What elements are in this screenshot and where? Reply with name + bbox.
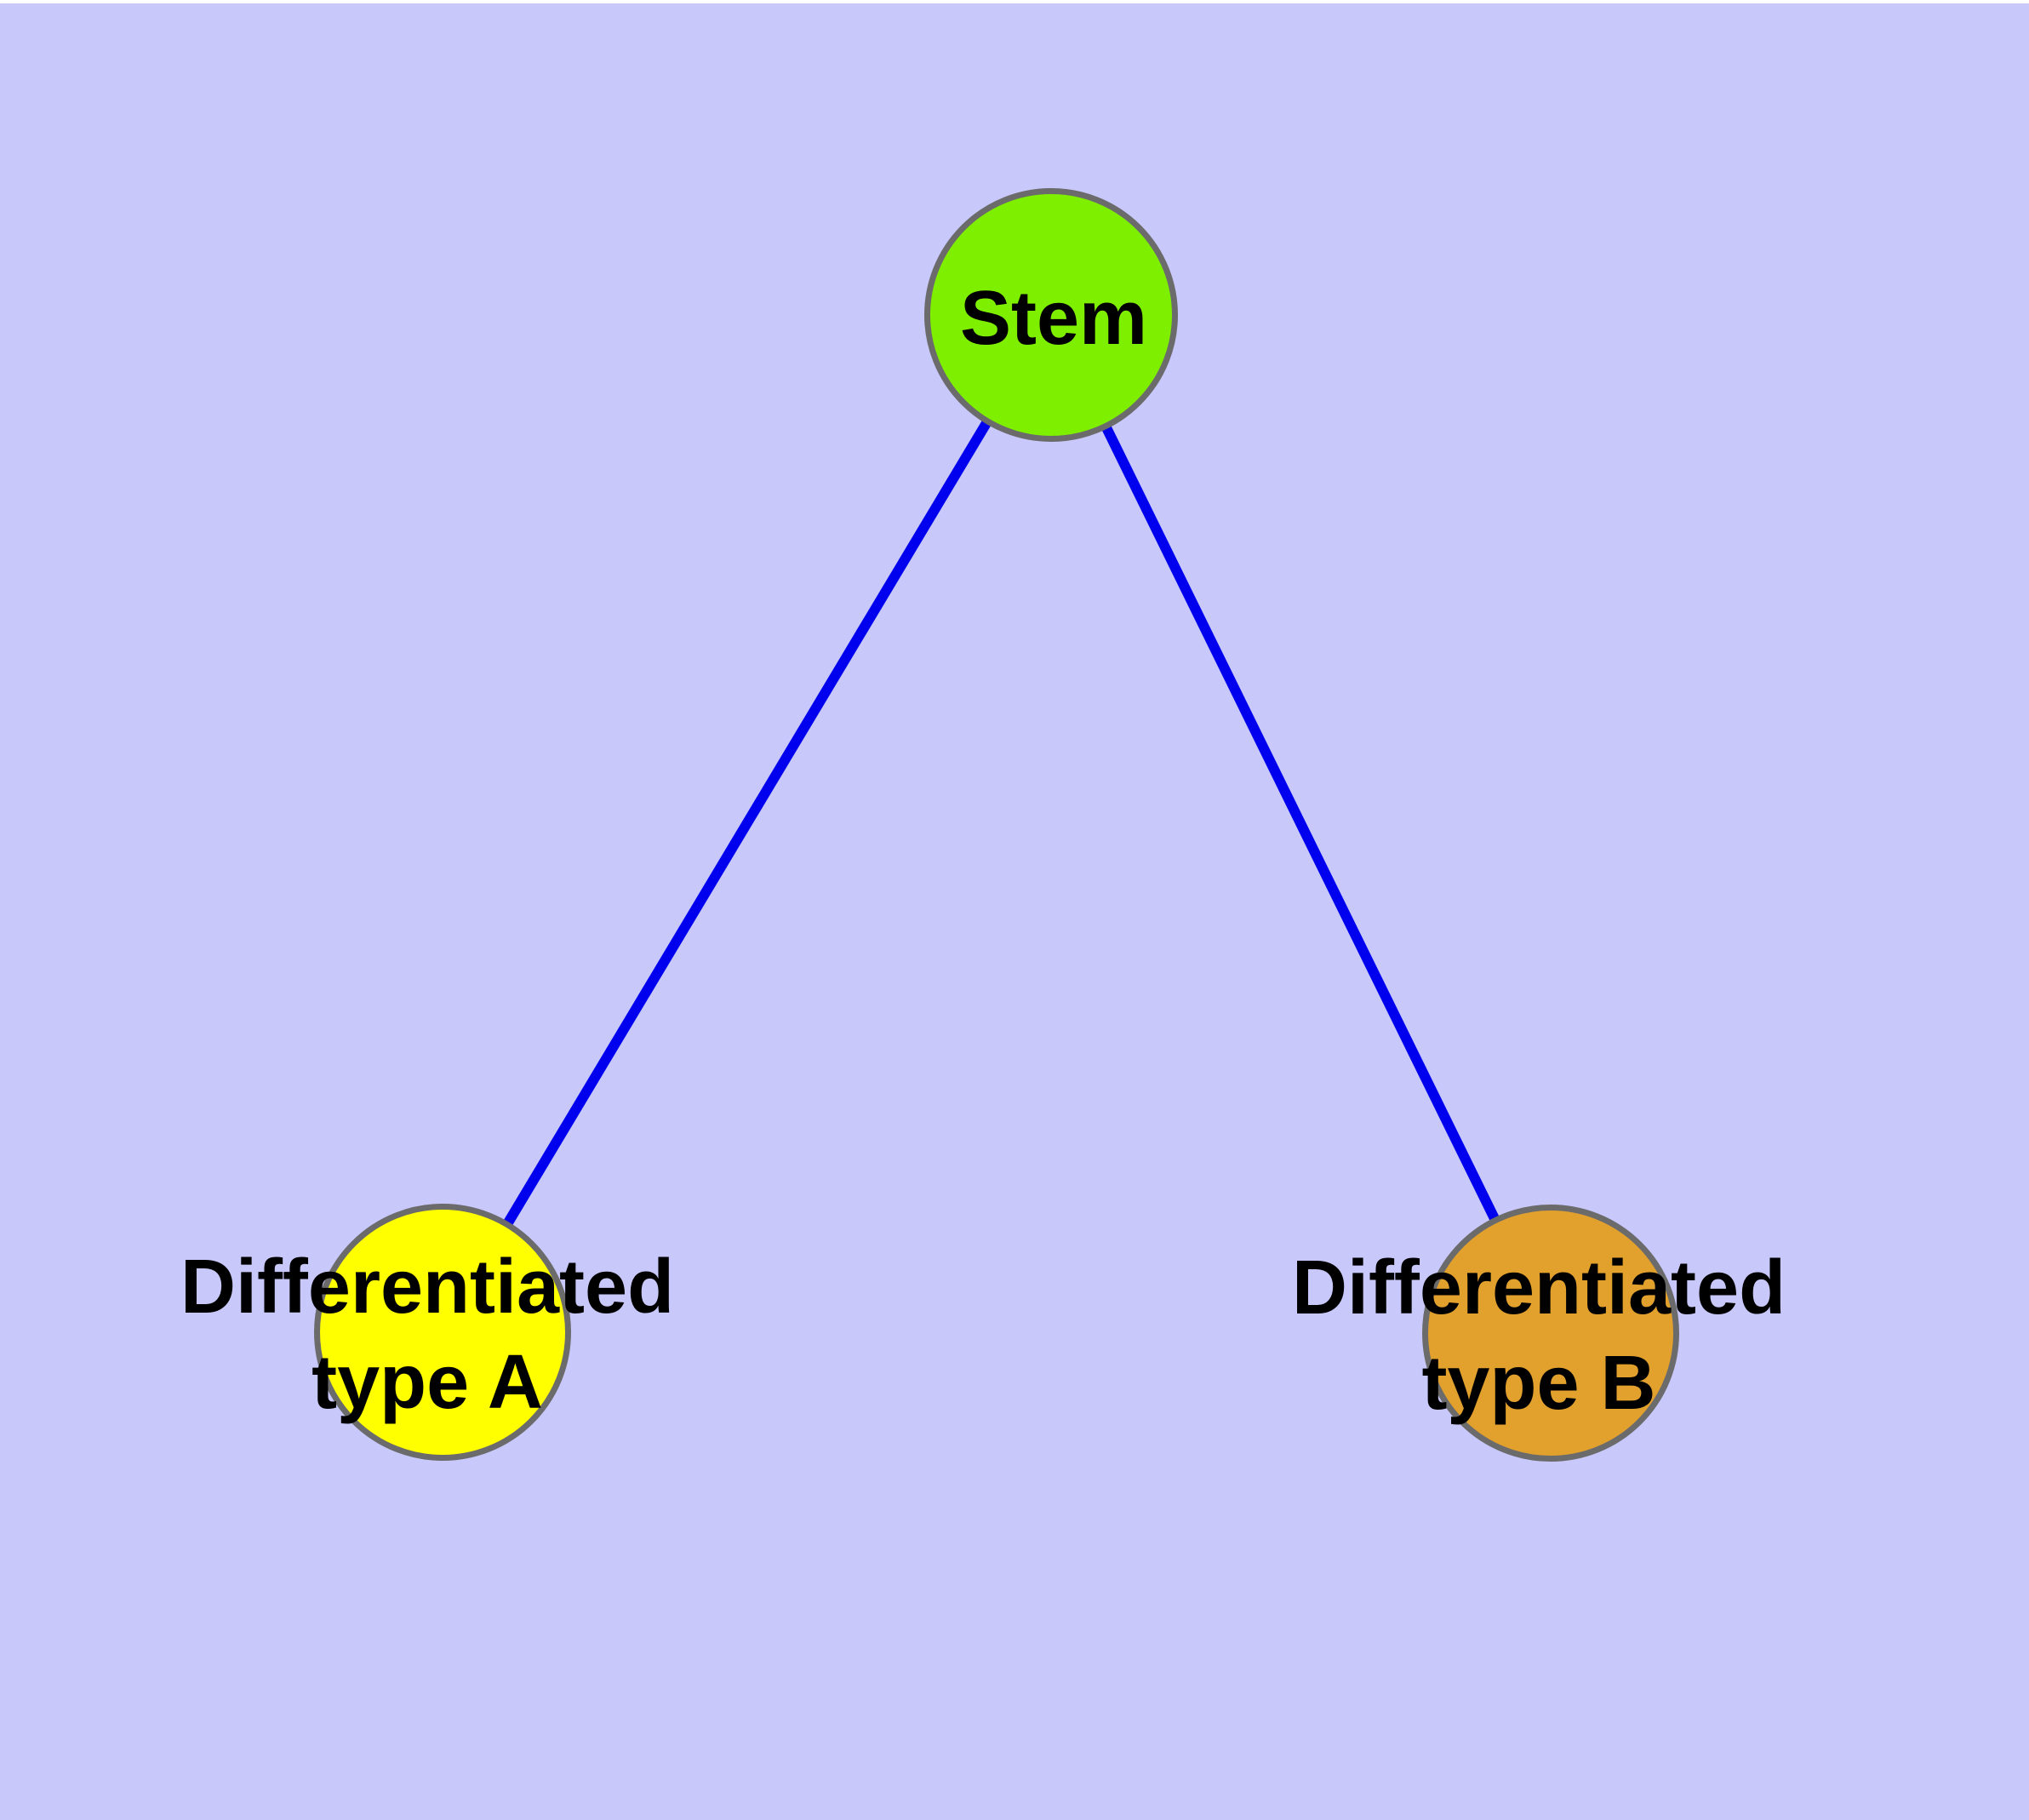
node-stem <box>924 188 1178 442</box>
node-differentiated-type-b-label: Differentiated type B <box>1292 1240 1786 1431</box>
node-stem-label-line: Stem <box>959 276 1148 361</box>
type-b-label-line-2: type B <box>1421 1341 1656 1426</box>
top-margin-strip <box>0 0 2029 3</box>
edge-stem-to-type-b <box>1046 312 1556 1336</box>
node-stem-label: Stem <box>960 271 1147 366</box>
type-a-label-line-1: Differentiated <box>180 1245 675 1330</box>
node-differentiated-type-a-label: Differentiated type A <box>180 1239 674 1430</box>
node-differentiated-type-a <box>314 1204 571 1461</box>
type-a-label-line-2: type A <box>311 1340 543 1425</box>
node-differentiated-type-b <box>1422 1205 1679 1462</box>
type-b-label-line-1: Differentiated <box>1291 1245 1786 1331</box>
edge-stem-to-type-a <box>437 312 1056 1336</box>
